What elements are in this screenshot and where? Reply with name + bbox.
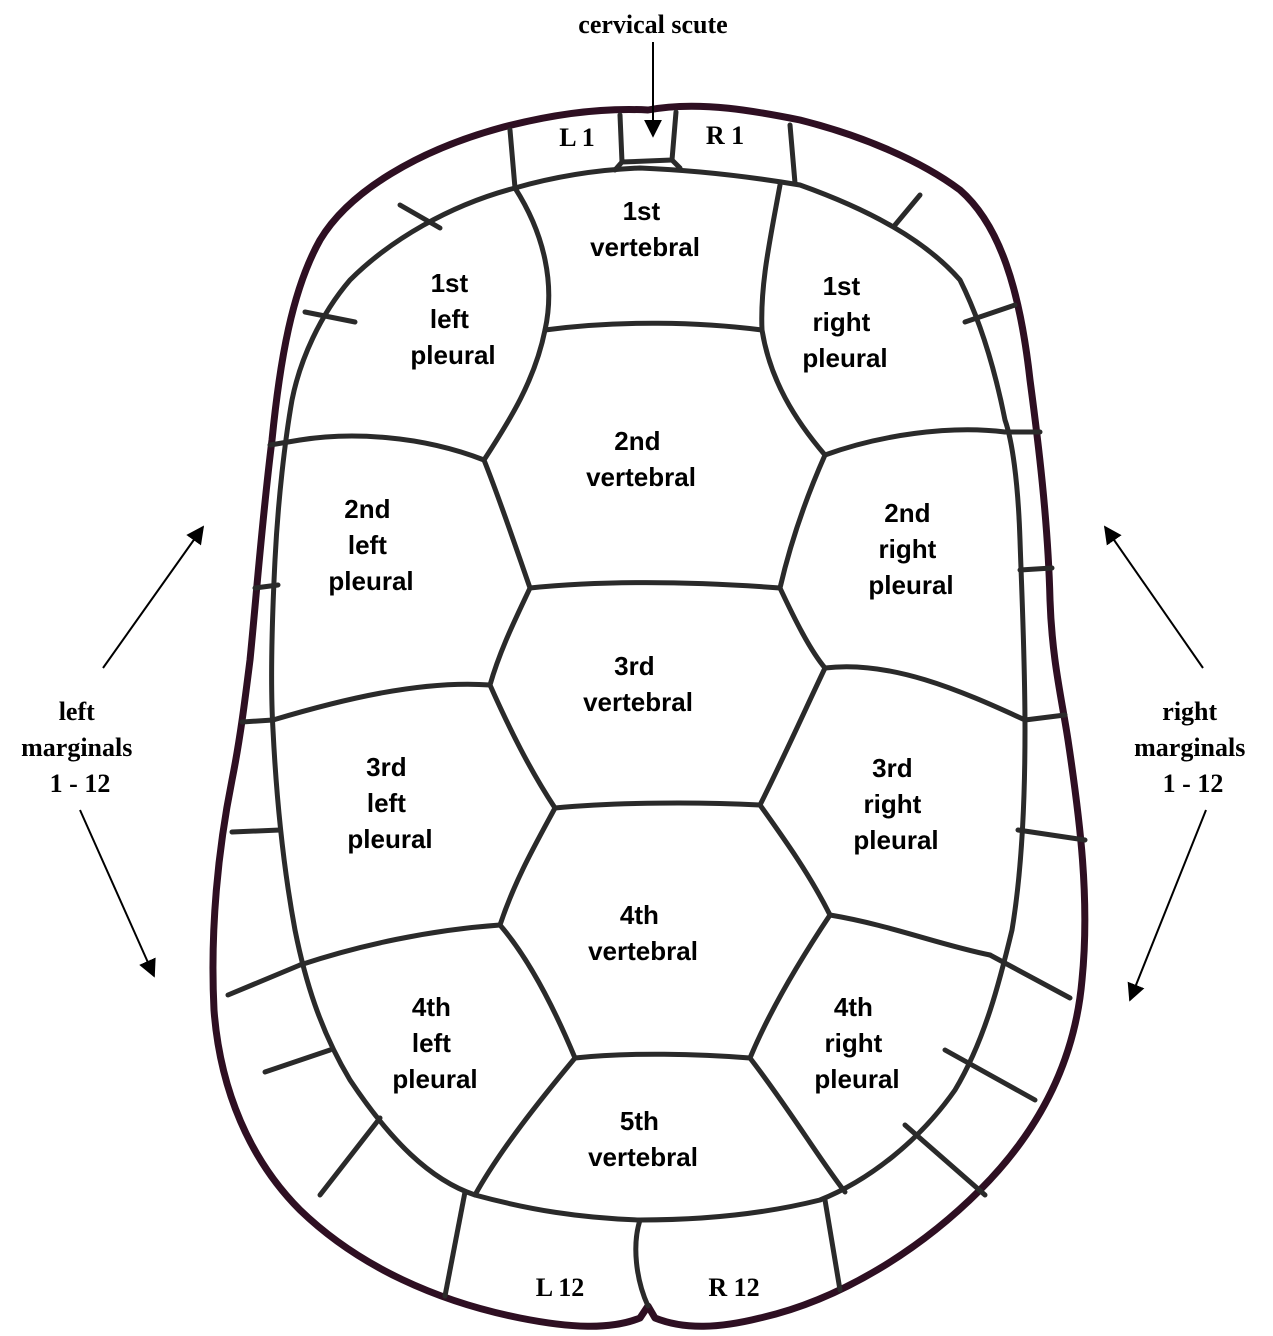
left-marginals-label: left marginals 1 - 12 [21, 697, 139, 798]
vertebral-2-label: 2nd vertebral [586, 426, 696, 492]
vertebral-labels: 1st vertebral 2nd vertebral 3rd vertebra… [583, 196, 700, 1172]
vertebral-5-line-2: vertebral [588, 1142, 698, 1172]
vertebral-5-label: 5th vertebral [588, 1106, 698, 1172]
left-pleural-4-line-2: left [412, 1028, 451, 1058]
marginal-divider [255, 585, 278, 588]
left-marginals-line-1: left [59, 697, 95, 726]
marginal-L12-label: L 12 [536, 1273, 584, 1302]
left-marginals-line-2: marginals [21, 733, 132, 762]
pleural-seam [830, 915, 990, 955]
annotation-arrows [80, 42, 1206, 1000]
marginal-divider [895, 195, 920, 225]
marginal-R12-label: R 12 [708, 1273, 759, 1302]
marginal-divider [228, 965, 300, 995]
marginal-R1-label: R 1 [706, 121, 744, 150]
left-pleural-1-line-3: pleural [410, 340, 495, 370]
vertebral-2-line-2: vertebral [586, 462, 696, 492]
left-pleural-1-label: 1st left pleural [410, 268, 495, 370]
vertebral-seam [555, 803, 760, 808]
right-pleural-2-line-1: 2nd [884, 498, 930, 528]
pleural-seam [825, 667, 1025, 720]
vertebral-1-line-1: 1st [623, 196, 661, 226]
right-marginals-line-1: right [1162, 697, 1217, 726]
vertebral-4-label: 4th vertebral [588, 900, 698, 966]
marginal-divider [905, 1125, 985, 1195]
vertebral-4-line-2: vertebral [588, 936, 698, 966]
marginal-divider [1025, 715, 1065, 720]
left-marginals-arrow-up [103, 527, 203, 668]
right-pleural-1-line-3: pleural [802, 343, 887, 373]
left-pleural-2-line-3: pleural [328, 566, 413, 596]
right-pleural-2-label: 2nd right pleural [868, 498, 953, 600]
marginal-divider [672, 160, 680, 168]
vertebral-1-line-2: vertebral [590, 232, 700, 262]
left-pleural-1-line-2: left [430, 304, 469, 334]
right-pleural-1-line-1: 1st [823, 271, 861, 301]
left-pleural-4-line-3: pleural [392, 1064, 477, 1094]
vertebral-seam [530, 583, 780, 588]
vertebral-2-line-1: 2nd [614, 426, 660, 456]
left-pleural-4-line-1: 4th [412, 992, 451, 1022]
right-pleural-4-line-2: right [825, 1028, 883, 1058]
vertebral-seam [575, 1054, 750, 1058]
left-pleural-3-label: 3rd left pleural [347, 752, 432, 854]
marginal-divider [790, 125, 795, 183]
left-pleural-3-line-2: left [367, 788, 406, 818]
vertebral-5-line-1: 5th [620, 1106, 659, 1136]
left-pleural-2-line-1: 2nd [344, 494, 390, 524]
right-pleural-1-line-2: right [813, 307, 871, 337]
marginal-divider [265, 1050, 330, 1072]
vertebral-3-line-1: 3rd [614, 651, 654, 681]
left-pleural-labels: 1st left pleural 2nd left pleural 3rd le… [328, 268, 495, 1094]
right-pleural-3-line-3: pleural [853, 825, 938, 855]
vertebral-4-line-1: 4th [620, 900, 659, 930]
left-pleural-4-label: 4th left pleural [392, 992, 477, 1094]
left-pleural-1-line-1: 1st [431, 268, 469, 298]
pleural-seam [300, 436, 484, 460]
left-pleural-3-line-1: 3rd [366, 752, 406, 782]
cervical-scute-outline [620, 112, 676, 162]
marginal-divider [320, 1118, 380, 1195]
right-marginals-line-3: 1 - 12 [1163, 769, 1224, 798]
right-pleural-4-line-3: pleural [814, 1064, 899, 1094]
marginal-divider [510, 130, 515, 188]
marginal-divider [232, 830, 280, 832]
right-marginals-label: right marginals 1 - 12 [1134, 697, 1252, 798]
right-pleural-2-line-2: right [879, 534, 937, 564]
marginal-divider [242, 720, 273, 722]
left-pleural-2-line-2: left [348, 530, 387, 560]
right-pleural-3-label: 3rd right pleural [853, 753, 938, 855]
right-pleural-4-label: 4th right pleural [814, 992, 899, 1094]
pleural-seam [825, 430, 1005, 455]
vertebral-3-label: 3rd vertebral [583, 651, 693, 717]
right-marginals-line-2: marginals [1134, 733, 1245, 762]
vertebral-seam [545, 323, 762, 330]
left-marginals-arrow-down [80, 810, 154, 976]
vertebral-1-label: 1st vertebral [590, 196, 700, 262]
left-pleural-2-label: 2nd left pleural [328, 494, 413, 596]
pleural-seam [273, 684, 490, 720]
left-marginals-line-3: 1 - 12 [50, 769, 111, 798]
right-marginals-arrow-down [1130, 810, 1206, 1000]
marginal-divider [945, 1050, 1035, 1100]
right-pleural-2-line-3: pleural [868, 570, 953, 600]
right-pleural-3-line-2: right [864, 789, 922, 819]
marginal-divider [1020, 568, 1052, 570]
marginal-divider [445, 1192, 465, 1296]
right-pleural-1-label: 1st right pleural [802, 271, 887, 373]
left-pleural-3-line-3: pleural [347, 824, 432, 854]
supracaudal-divider [636, 1220, 648, 1306]
marginal-divider [825, 1200, 840, 1290]
pleural-seam [300, 925, 500, 965]
vertebral-3-line-2: vertebral [583, 687, 693, 717]
marginal-L1-label: L 1 [559, 123, 594, 152]
right-pleural-3-line-1: 3rd [872, 753, 912, 783]
marginal-divider [1018, 830, 1085, 840]
right-pleural-4-line-1: 4th [834, 992, 873, 1022]
marginal-divider [305, 312, 355, 322]
cervical-scute-label: cervical scute [578, 10, 727, 39]
right-marginals-arrow-up [1105, 527, 1203, 668]
